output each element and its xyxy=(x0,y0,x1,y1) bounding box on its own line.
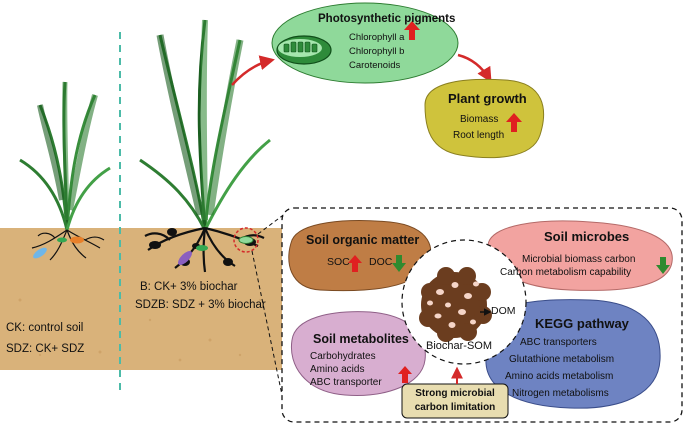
arrow-up-icon xyxy=(404,21,420,40)
kegg-item: Amino acids metabolism xyxy=(505,371,614,382)
chloroplast-icon xyxy=(276,35,332,65)
microbe-green2-icon xyxy=(196,245,208,251)
zoom-line-bottom xyxy=(251,250,283,396)
plant-growth-item: Biomass xyxy=(460,114,499,125)
microbe-purple-icon xyxy=(178,251,192,265)
arrow-plant-to-pigments xyxy=(231,55,275,86)
soil-metabolites-item: ABC transporter xyxy=(310,377,382,388)
kegg-item: Nitrogen metabolisms xyxy=(512,388,609,399)
limitation-line2: carbon limitation xyxy=(414,402,496,413)
plant-right xyxy=(139,19,271,231)
arrow-up-icon xyxy=(348,255,362,272)
plant-growth-title: Plant growth xyxy=(448,91,527,106)
limitation-line1: Strong microbial xyxy=(415,388,495,399)
ck-label: CK: control soil xyxy=(6,322,84,334)
photosynthetic-item: Chlorophyll b xyxy=(349,46,405,57)
photosynthetic-item: Carotenoids xyxy=(349,60,401,71)
limitation-box xyxy=(401,383,509,419)
photosynthetic-title: Photosynthetic pigments xyxy=(318,13,456,25)
dom-label: DOM xyxy=(491,305,516,317)
soil-microbes-item: Carbon metabolism capability xyxy=(500,267,632,278)
arrow-down-icon xyxy=(656,257,670,274)
soil-microbes-item: Microbial biomass carbon xyxy=(522,254,636,265)
kegg-item: ABC transporters xyxy=(520,337,597,348)
sdzb-label: SDZB: SDZ + 3% biochar xyxy=(135,299,266,311)
kegg-bubble xyxy=(485,299,661,409)
plant-growth-item: Root length xyxy=(453,130,505,141)
biochar-particle-icon xyxy=(419,267,492,342)
arrow-down-icon xyxy=(392,255,406,272)
soil-microbes-title: Soil microbes xyxy=(544,229,630,244)
b-label: B: CK+ 3% biochar xyxy=(140,281,238,293)
soil-metabolites-item: Carbohydrates xyxy=(310,351,376,362)
soil-texture xyxy=(18,298,262,362)
microbe-green-icon xyxy=(57,237,67,243)
kegg-title: KEGG pathway xyxy=(535,316,629,331)
soil-organic-matter-title: Soil organic matter xyxy=(306,233,420,247)
soil-metabolites-bubble xyxy=(290,311,426,396)
sdz-label: SDZ: CK+ SDZ xyxy=(6,343,85,355)
arrow-up-icon xyxy=(398,366,412,383)
soil-metabolites-title: Soil metabolites xyxy=(313,332,409,346)
soil-microbes-bubble xyxy=(487,220,673,291)
kegg-item: Glutathione metabolism xyxy=(509,354,615,365)
zoom-origin-circle xyxy=(233,227,259,253)
soc-label: SOC xyxy=(327,256,350,268)
biochar-som-label: Biochar-SOM xyxy=(426,340,493,352)
arrow-pigments-to-growth xyxy=(457,53,492,83)
microbe-blue-icon xyxy=(33,247,47,259)
plant-left xyxy=(19,81,111,231)
photosynthetic-item: Chlorophyll a xyxy=(349,32,405,43)
microbe-zoom-icon xyxy=(238,236,254,244)
arrow-up-icon xyxy=(506,113,522,132)
soil-metabolites-item: Amino acids xyxy=(310,364,365,375)
doc-label: DOC xyxy=(369,256,393,268)
plant-growth-bubble xyxy=(424,78,545,159)
roots-left xyxy=(31,229,105,261)
microbe-orange-icon xyxy=(70,236,84,244)
